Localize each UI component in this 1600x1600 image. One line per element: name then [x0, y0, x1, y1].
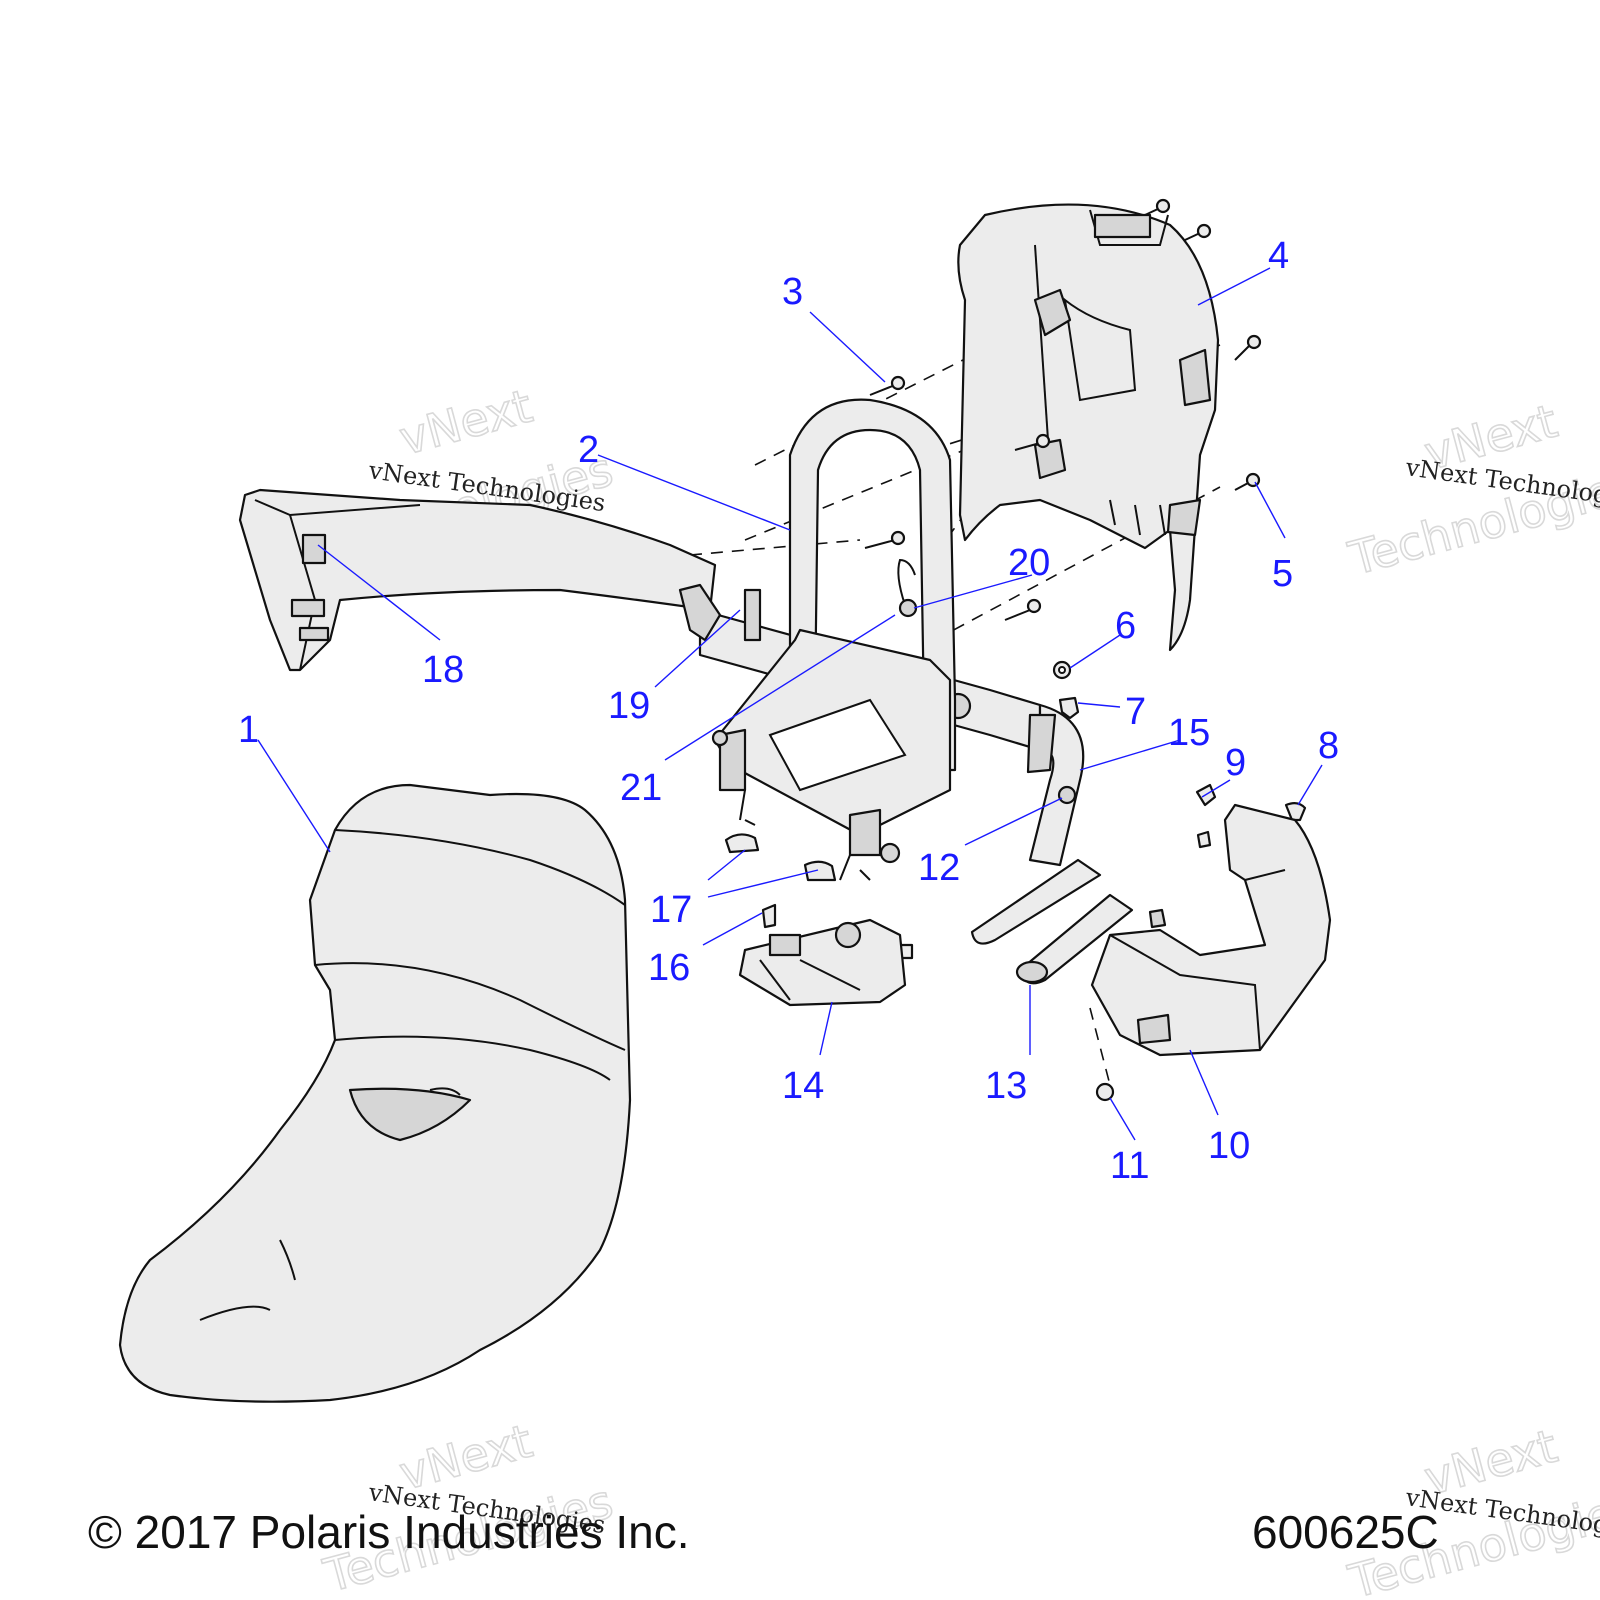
d-ring-pin	[897, 558, 918, 618]
watermark-brand: vNext	[394, 379, 538, 466]
callout-8: 8	[1318, 725, 1339, 767]
small-hardware	[724, 660, 1307, 960]
grip-tubes	[970, 858, 1134, 985]
callout-19: 19	[608, 685, 650, 727]
callout-14: 14	[782, 1065, 824, 1107]
callout-labels: 1 2 3 4 5 6 7 8 9 10 11 12 13 14 15 16 1…	[238, 235, 1339, 1187]
callout-10: 10	[1208, 1125, 1250, 1167]
callout-16: 16	[648, 947, 690, 989]
left-arm-bracket	[238, 488, 717, 672]
callout-21: 21	[620, 767, 662, 809]
backrest-frame	[711, 398, 957, 881]
seat-cushion	[118, 783, 632, 1403]
callout-3: 3	[782, 271, 803, 313]
callout-20: 20	[1008, 542, 1050, 584]
callout-12: 12	[918, 847, 960, 889]
callout-15: 15	[1168, 712, 1210, 754]
callout-4: 4	[1268, 235, 1289, 277]
leader-lines	[257, 267, 1323, 1141]
callout-17: 17	[650, 889, 692, 931]
callout-2: 2	[578, 429, 599, 471]
copyright-notice: © 2017 Polaris Industries Inc.	[88, 1506, 690, 1558]
callout-18: 18	[422, 649, 464, 691]
callout-7: 7	[1125, 691, 1146, 733]
callout-6: 6	[1115, 605, 1136, 647]
callout-1: 1	[238, 709, 259, 751]
latch-bracket	[738, 918, 907, 1007]
drawing-number: 600625C	[1252, 1506, 1439, 1558]
cover-screws	[864, 198, 1262, 621]
callout-11: 11	[1110, 1145, 1149, 1187]
callout-9: 9	[1225, 742, 1246, 784]
callout-13: 13	[985, 1065, 1027, 1107]
rear-cover-panel	[957, 203, 1220, 652]
callout-5: 5	[1272, 553, 1293, 595]
right-side-pocket	[1090, 803, 1332, 1102]
